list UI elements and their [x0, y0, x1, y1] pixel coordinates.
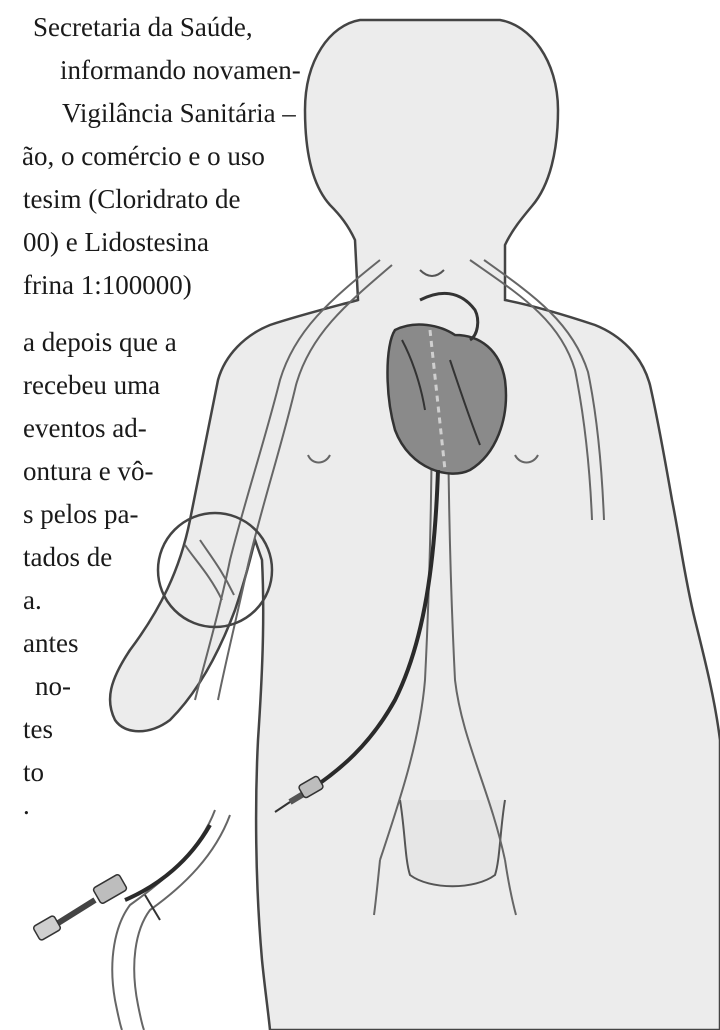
text-line: a.	[23, 585, 42, 615]
text-line: tes	[23, 714, 53, 744]
text-line: Secretaria da Saúde,	[33, 12, 253, 42]
text-line: .	[23, 790, 30, 820]
text-line: tados de	[23, 542, 112, 572]
text-line: Vigilância Sanitária –	[62, 98, 296, 128]
text-line: a depois que a	[23, 327, 177, 357]
groin-contour	[400, 800, 505, 886]
text-line: informando novamen-	[60, 55, 301, 85]
text-line: recebeu uma	[23, 370, 160, 400]
text-line: to	[23, 757, 44, 787]
text-line: antes	[23, 628, 78, 658]
article-text-column: Secretaria da Saúde, informando novamen-…	[0, 0, 300, 1030]
text-line: 00) e Lidostesina	[23, 227, 209, 257]
text-line: frina 1:100000)	[23, 270, 192, 300]
text-line: tesim (Cloridrato de	[23, 184, 240, 214]
text-line: ão, o comércio e o uso	[22, 141, 265, 171]
text-line: no-	[35, 671, 71, 701]
text-line: ontura e vô-	[23, 456, 153, 486]
text-line: s pelos pa-	[23, 499, 138, 529]
text-line: eventos ad-	[23, 413, 147, 443]
